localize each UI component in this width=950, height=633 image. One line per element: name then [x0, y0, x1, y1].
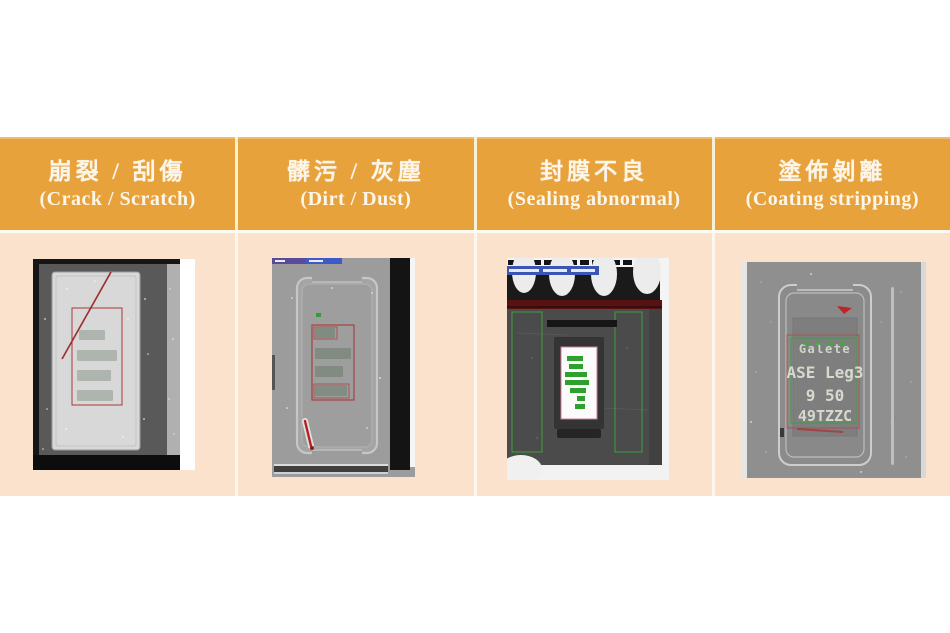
header-cell-coating-stripping: 塗佈剝離 (Coating stripping): [714, 137, 950, 230]
crack-line: [61, 271, 112, 360]
red-detection-box: [786, 334, 860, 429]
header-title-en: (Sealing abnormal): [507, 188, 681, 211]
coating-label-line-2: ASE Leg3: [786, 363, 863, 382]
crack-detection-box: [71, 307, 123, 406]
body-row: Galete ASE Leg3 9 50 49TZZC: [0, 233, 950, 496]
body-cell-crack-scratch: [0, 233, 236, 496]
faint-marking-text: [77, 330, 117, 401]
coating-label-line-4: 49TZZC: [798, 407, 852, 425]
crack-scratch-photo: [33, 259, 195, 470]
header-cell-crack-scratch: 崩裂 / 刮傷 (Crack / Scratch): [0, 137, 236, 230]
sealing-abnormal-photo: [506, 258, 669, 480]
dust-speckles: [42, 288, 175, 450]
body-cell-dirt-dust: [238, 233, 474, 496]
header-body-divider: [0, 230, 950, 233]
header-title-zh: 封膜不良: [540, 158, 649, 184]
header-title-en: (Crack / Scratch): [39, 188, 196, 211]
header-title-zh: 崩裂 / 刮傷: [48, 158, 187, 184]
header-title-zh: 髒污 / 灰塵: [286, 158, 425, 184]
dirt-streak: [304, 419, 313, 448]
green-marker: [316, 313, 322, 317]
seal-band: [506, 300, 662, 309]
window-titlebar: [272, 258, 307, 264]
corner-blob: [506, 455, 542, 480]
header-cell-sealing-abnormal: 封膜不良 (Sealing abnormal): [476, 137, 712, 230]
sealing-detection-boxes: [511, 311, 642, 453]
coating-label-text: Galete ASE Leg3 9 50 49TZZC: [786, 342, 863, 425]
body-cell-coating-stripping: Galete ASE Leg3 9 50 49TZZC: [714, 233, 950, 496]
dust-speckles: [286, 287, 382, 429]
defect-table: 崩裂 / 刮傷 (Crack / Scratch) 髒污 / 灰塵 (Dirt …: [0, 137, 950, 496]
dirt-detection-boxes: [311, 324, 355, 401]
label-green-text: [564, 356, 589, 409]
noise-speckles: [754, 281, 912, 458]
header-cell-dirt-dust: 髒污 / 灰塵 (Dirt / Dust): [238, 137, 474, 230]
body-cell-sealing-abnormal: [476, 233, 712, 496]
header-title-zh: 塗佈剝離: [778, 158, 887, 184]
header-title-en: (Dirt / Dust): [300, 188, 412, 211]
header-row: 崩裂 / 刮傷 (Crack / Scratch) 髒污 / 灰塵 (Dirt …: [0, 137, 950, 230]
statusbar: [274, 466, 389, 472]
dirt-dust-photo: [272, 258, 416, 477]
green-detection-box: [790, 337, 858, 424]
adjacent-tray-edge: [890, 287, 894, 465]
green-ocr-marks: [802, 342, 845, 345]
coating-label-line-3: 9 50: [805, 386, 844, 405]
chip-speckles: [65, 280, 129, 438]
red-defect-mark: [836, 306, 852, 314]
coating-label-line-1: Galete: [799, 342, 851, 356]
coating-stripping-photo: Galete ASE Leg3 9 50 49TZZC: [740, 262, 926, 478]
red-bottom-line: [796, 428, 843, 433]
header-title-en: (Coating stripping): [745, 188, 920, 211]
